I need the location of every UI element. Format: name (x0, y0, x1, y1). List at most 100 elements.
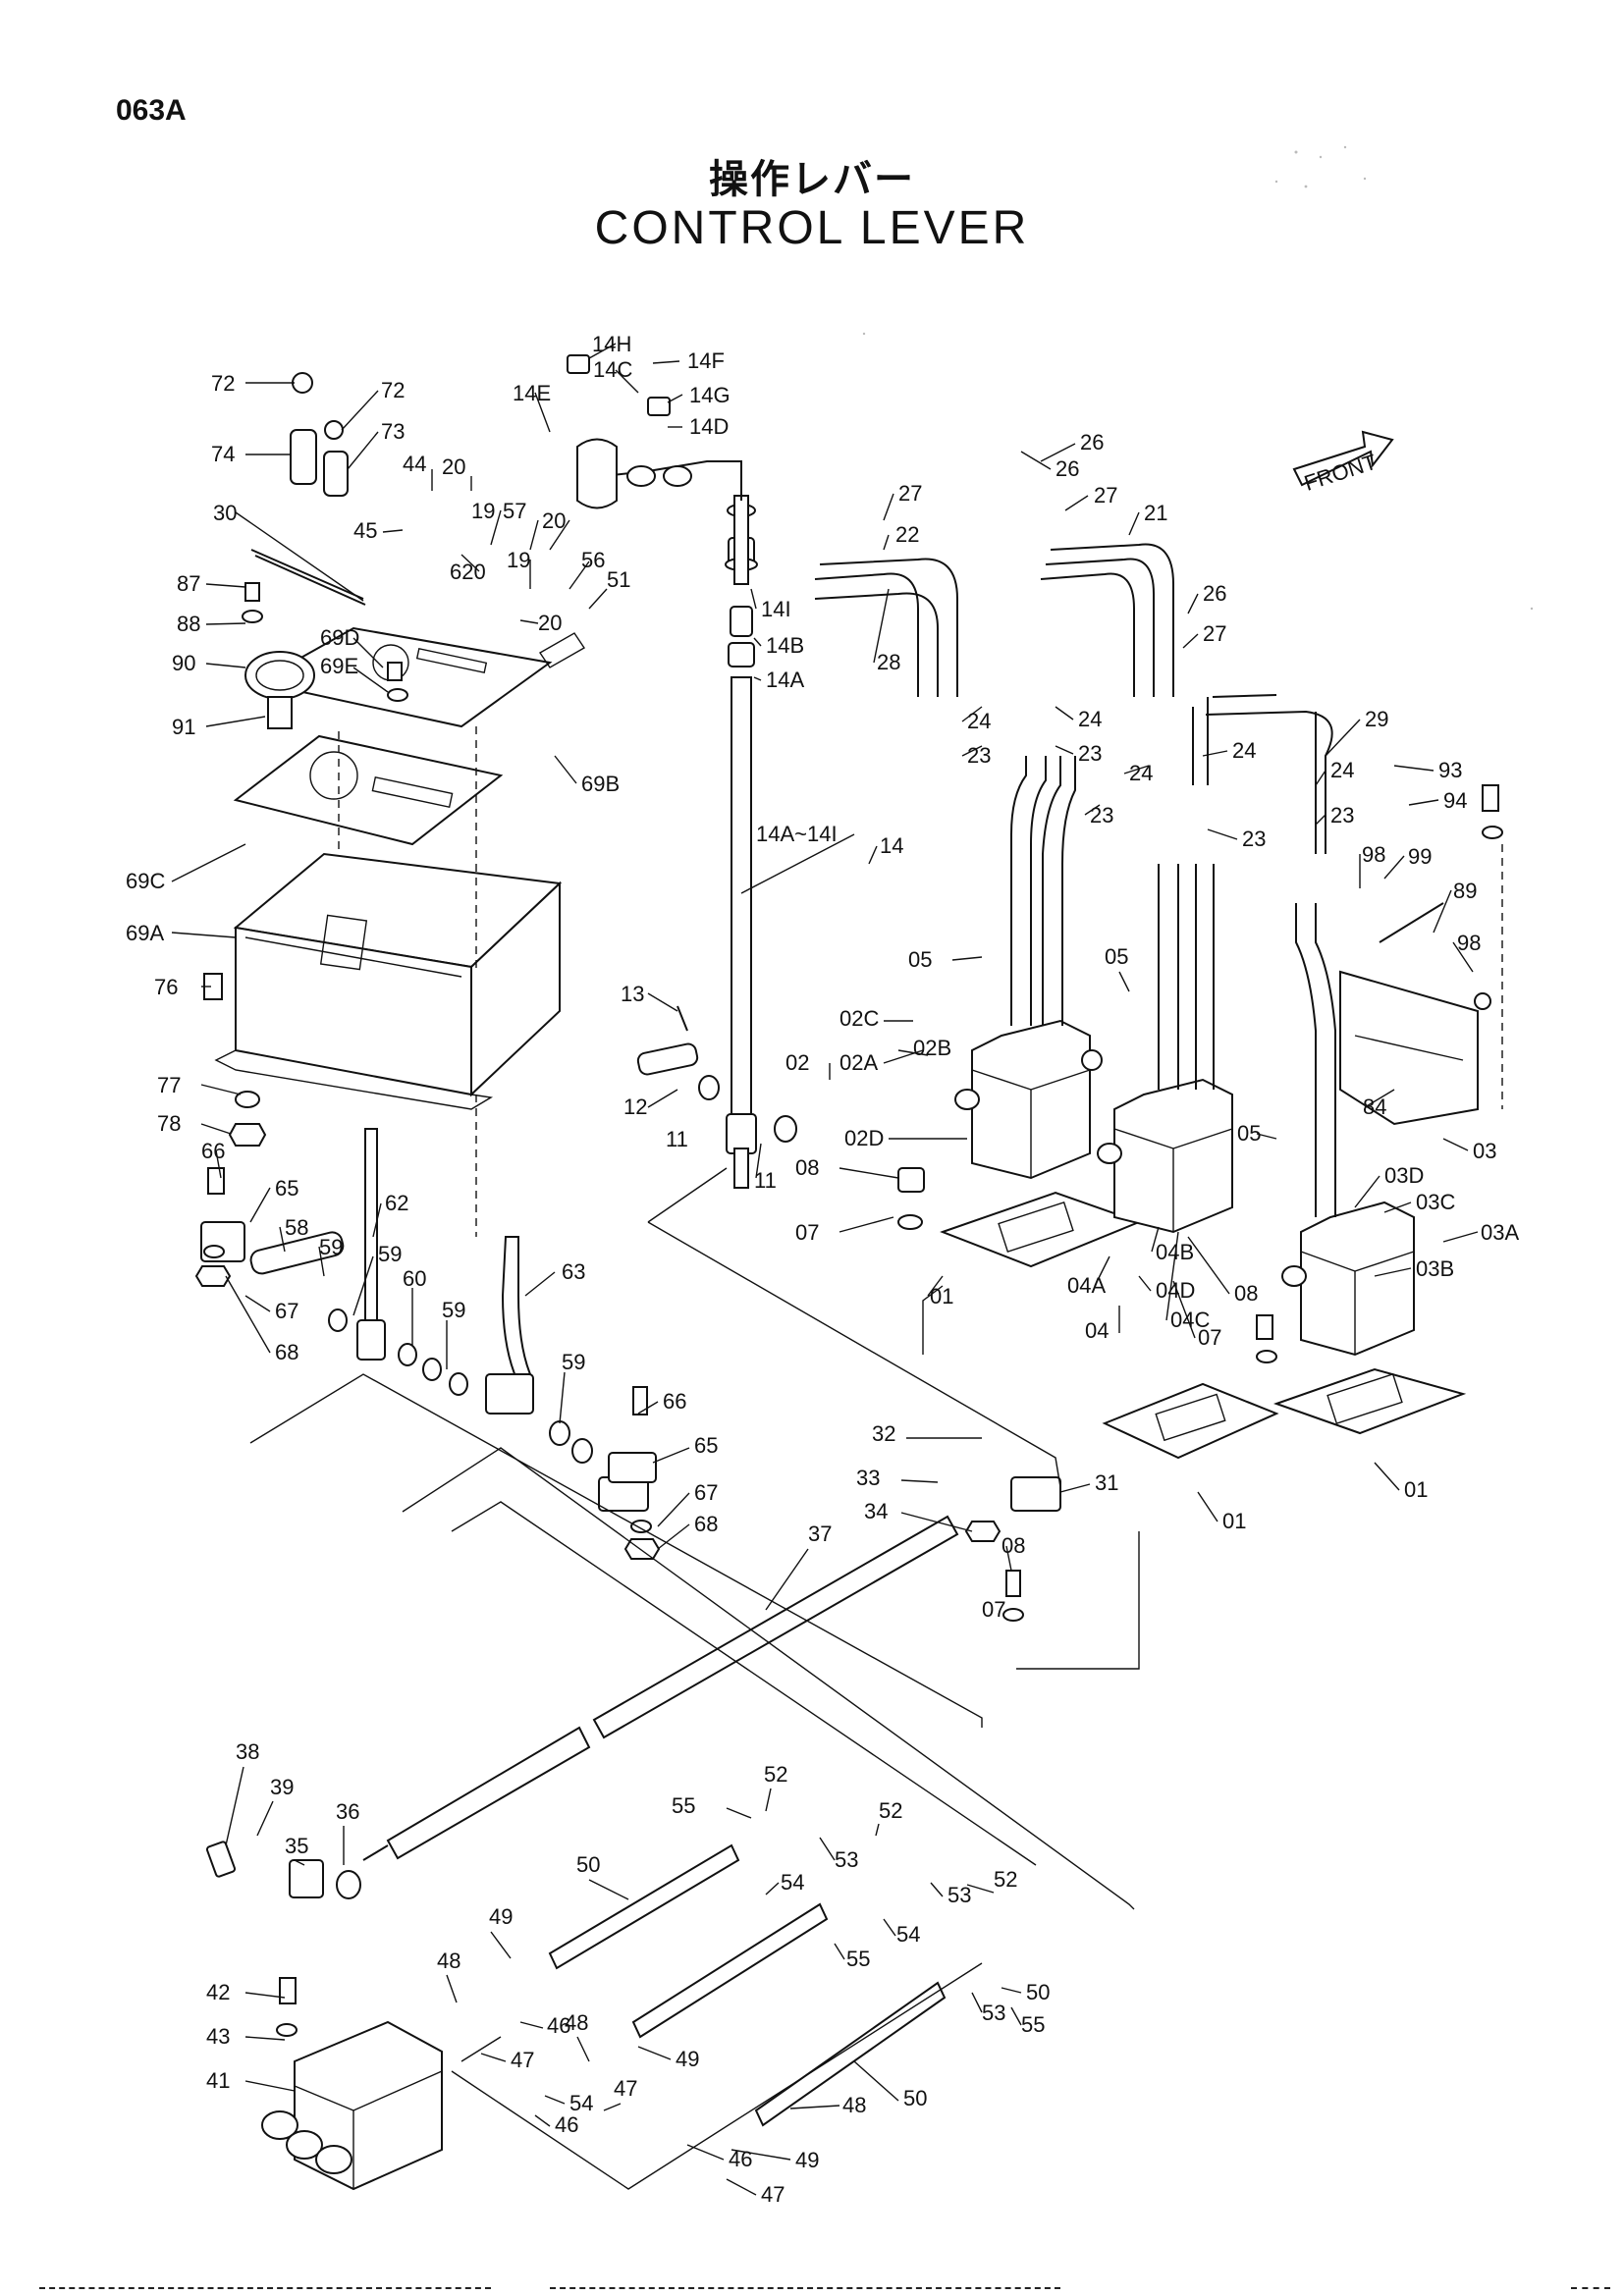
callout-label: 94 (1443, 788, 1467, 813)
front-label: FRONT (1301, 450, 1380, 496)
callout-label: 20 (542, 508, 566, 533)
callout-label: 93 (1438, 758, 1462, 782)
callout-leader-line (1452, 941, 1474, 973)
callout-label: 50 (576, 1852, 600, 1877)
callout-leader-line (244, 2080, 296, 2092)
callout-label: 73 (381, 419, 405, 444)
callout-label: 49 (489, 1904, 513, 1929)
callout-leader-line (352, 667, 389, 693)
callout-leader-line (544, 2095, 566, 2105)
callout-leader-line (765, 1788, 772, 1812)
callout-label: 26 (1203, 581, 1226, 606)
pilot-valve-03 (1102, 903, 1467, 1460)
callout-label: 35 (285, 1834, 308, 1858)
rod-37 (362, 1515, 959, 1861)
callout-label: 02A (839, 1050, 878, 1075)
callout-leader-line (637, 1401, 659, 1415)
callout-leader-line (1374, 1267, 1412, 1277)
callout-leader-line (1151, 1226, 1160, 1253)
callout-leader-line (603, 2103, 622, 2111)
callout-label: 99 (1408, 844, 1432, 869)
callout-label: 07 (1198, 1325, 1221, 1350)
callout-leader-line (883, 493, 894, 521)
callout-leader-line (1001, 1987, 1022, 1994)
callout-label: 87 (177, 571, 200, 596)
callout-label: 14F (687, 348, 725, 373)
callout-label: 67 (275, 1299, 298, 1323)
callout-label: 03A (1481, 1220, 1519, 1245)
callout-label: 48 (842, 2093, 866, 2117)
front-direction-badge: FRONT (1292, 430, 1394, 496)
callout-label: 69E (320, 654, 358, 678)
callout-label: 12 (623, 1095, 647, 1119)
callout-label: 77 (157, 1073, 181, 1097)
callout-leader-line (294, 1859, 305, 1866)
pilot-lever-assembly-14 (567, 354, 797, 1189)
callout-label: 45 (353, 518, 377, 543)
callout-leaders (171, 343, 1479, 2196)
callout-leader-line (750, 588, 757, 610)
callout-leader-line (657, 1523, 690, 1550)
callout-label: 14B (766, 633, 804, 658)
callout-label: 69B (581, 772, 620, 796)
callout-label: 05 (908, 947, 932, 972)
callout-label: 55 (672, 1793, 695, 1818)
callout-leader-line (352, 637, 384, 668)
title-japanese: 操作レバー (709, 157, 915, 202)
callout-leader-line (200, 1123, 232, 1135)
knob-parts (250, 372, 366, 606)
callout-label: 02 (785, 1050, 809, 1075)
callout-label: 14E (513, 381, 551, 405)
callout-leader-line (1393, 765, 1435, 772)
callout-label: 23 (1078, 741, 1102, 766)
callout-label: 03C (1416, 1190, 1455, 1214)
callout-leader-line (961, 706, 983, 722)
callout-leader-line (753, 676, 762, 681)
callout-label: 29 (1365, 707, 1388, 731)
callout-leader-line (171, 843, 246, 882)
callout-label: 54 (781, 1870, 804, 1895)
callout-leader-line (853, 2060, 899, 2102)
callout-label: 72 (211, 371, 235, 396)
callout-leader-line (868, 845, 878, 865)
callout-leader-line (1207, 828, 1238, 840)
callout-label: 23 (1090, 803, 1113, 828)
callout-leader-line (1172, 1280, 1196, 1339)
callout-label: 14 (880, 833, 903, 858)
callout-label: 53 (982, 2001, 1005, 2025)
callout-leader-line (1364, 1089, 1395, 1108)
callout-leader-line (819, 1837, 836, 1861)
callout-leader-line (1182, 633, 1199, 649)
callout-leader-line (1433, 889, 1452, 934)
callout-leader-line (726, 2178, 757, 2196)
callout-label: 30 (213, 501, 237, 525)
callout-label: 620 (450, 560, 486, 584)
callout-leader-line (200, 1084, 242, 1095)
callout-leader-line (1118, 971, 1130, 992)
callout-label: 24 (967, 709, 991, 733)
callout-leader-line (1084, 804, 1101, 816)
callout-label: 62 (385, 1191, 408, 1215)
callout-leader-line (318, 1246, 325, 1277)
scan-noise (322, 145, 1534, 1003)
callout-label: 24 (1232, 738, 1256, 763)
callout-label: 53 (835, 1847, 858, 1872)
callout-leader-line (652, 360, 680, 364)
callout-label: 24 (1078, 707, 1102, 731)
callout-label: 14C (593, 357, 632, 382)
callout-label: 05 (1105, 944, 1128, 969)
callout-leader-line (834, 1943, 845, 1960)
callout-label: 47 (761, 2182, 785, 2207)
callout-label: 67 (694, 1480, 718, 1505)
callout-leader-line (529, 519, 539, 551)
callout-label: 31 (1095, 1470, 1118, 1495)
callout-label: 02D (844, 1126, 884, 1150)
callout-label: 13 (621, 982, 644, 1006)
callout-leader-line (490, 509, 502, 546)
callout-leader-line (839, 1216, 894, 1233)
callout-leader-line (1442, 1231, 1479, 1243)
callout-label: 34 (864, 1499, 888, 1523)
callout-label: 57 (503, 499, 526, 523)
callout-leader-line (951, 956, 983, 961)
